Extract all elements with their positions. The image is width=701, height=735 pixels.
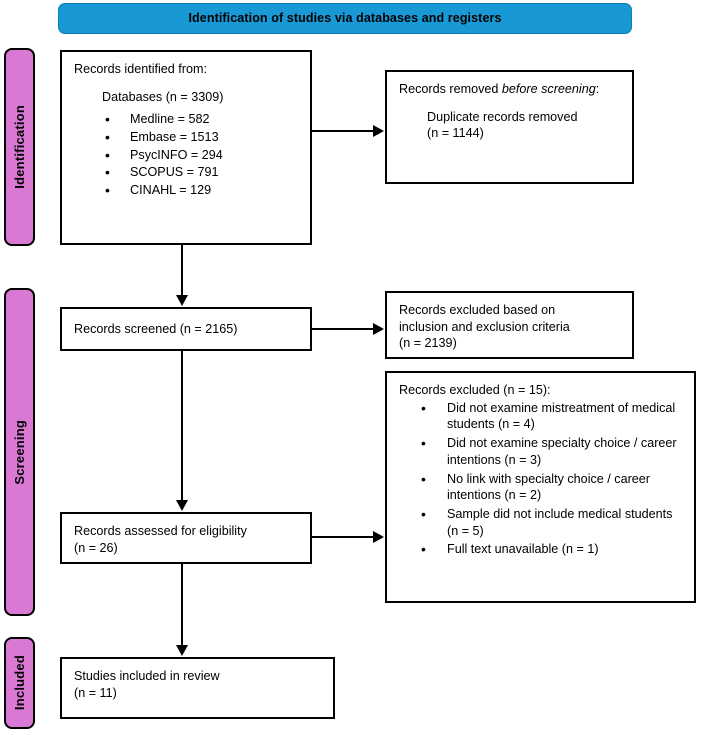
list-item: Full text unavailable (n = 1)	[421, 541, 683, 559]
arrow-right-icon	[373, 125, 384, 137]
box-studies-included: Studies included in review (n = 11)	[60, 657, 335, 719]
connector-screened-to-excluded-criteria	[312, 328, 375, 330]
eligibility-line2: (n = 26)	[74, 540, 118, 555]
list-item: Embase = 1513	[105, 128, 299, 146]
included-line1: Studies included in review	[74, 669, 220, 683]
arrow-down-icon	[176, 645, 188, 656]
stage-label-screening: Screening	[4, 288, 35, 616]
records-removed-heading-prefix: Records removed	[399, 82, 502, 96]
excluded-criteria-line2: inclusion and exclusion criteria	[399, 319, 570, 334]
list-item: PsycINFO = 294	[105, 146, 299, 164]
records-removed-heading-italic: before screening	[501, 82, 596, 96]
arrow-down-icon	[176, 295, 188, 306]
excluded-criteria-line3: (n = 2139)	[399, 336, 457, 351]
duplicate-records-line1: Duplicate records removed	[427, 109, 578, 124]
list-item: Did not examine specialty choice / caree…	[421, 434, 683, 468]
connector-identified-to-removed	[312, 130, 375, 132]
connector-eligibility-to-included	[181, 564, 183, 646]
box-records-excluded-reasons: Records excluded (n = 15): Did not exami…	[385, 371, 696, 603]
list-item: SCOPUS = 791	[105, 163, 299, 181]
stage-label-identification-text: Identification	[12, 105, 27, 189]
connector-identified-to-screened	[181, 245, 183, 297]
arrow-down-icon	[176, 500, 188, 511]
included-line2: (n = 11)	[74, 685, 117, 700]
arrow-right-icon	[373, 323, 384, 335]
box-records-assessed-eligibility: Records assessed for eligibility (n = 26…	[60, 512, 312, 564]
arrow-right-icon	[373, 531, 384, 543]
excluded-reasons-heading: Records excluded (n = 15):	[399, 383, 551, 397]
stage-label-included: Included	[4, 637, 35, 729]
records-identified-source-list: Medline = 582 Embase = 1513 PsycINFO = 2…	[74, 110, 299, 199]
excluded-criteria-line1: Records excluded based on	[399, 303, 556, 317]
stage-label-included-text: Included	[12, 655, 27, 711]
connector-screened-to-eligibility	[181, 351, 183, 501]
records-identified-heading: Records identified from:	[74, 62, 207, 76]
records-identified-databases: Databases (n = 3309)	[102, 89, 224, 104]
list-item: Did not examine mistreatment of medical …	[421, 399, 683, 433]
list-item: Medline = 582	[105, 110, 299, 128]
records-screened-text: Records screened (n = 2165)	[74, 321, 238, 336]
list-item: No link with specialty choice / career i…	[421, 470, 683, 504]
diagram-banner: Identification of studies via databases …	[58, 3, 632, 34]
eligibility-line1: Records assessed for eligibility	[74, 524, 247, 538]
list-item: Sample did not include medical students …	[421, 505, 683, 539]
box-records-screened: Records screened (n = 2165)	[60, 307, 312, 351]
banner-title: Identification of studies via databases …	[188, 11, 502, 26]
connector-eligibility-to-excluded-reasons	[312, 536, 375, 538]
records-removed-heading-suffix: :	[595, 82, 600, 96]
box-records-removed: Records removed before screening: Duplic…	[385, 70, 634, 184]
list-item: CINAHL = 129	[105, 181, 299, 199]
excluded-reasons-list: Did not examine mistreatment of medical …	[399, 399, 683, 559]
box-records-identified: Records identified from: Databases (n = …	[60, 50, 312, 245]
records-removed-heading: Records removed before screening:	[399, 81, 621, 98]
stage-label-identification: Identification	[4, 48, 35, 246]
duplicate-records-line2: (n = 1144)	[427, 126, 484, 141]
stage-label-screening-text: Screening	[12, 419, 27, 485]
box-records-excluded-criteria: Records excluded based on inclusion and …	[385, 291, 634, 359]
